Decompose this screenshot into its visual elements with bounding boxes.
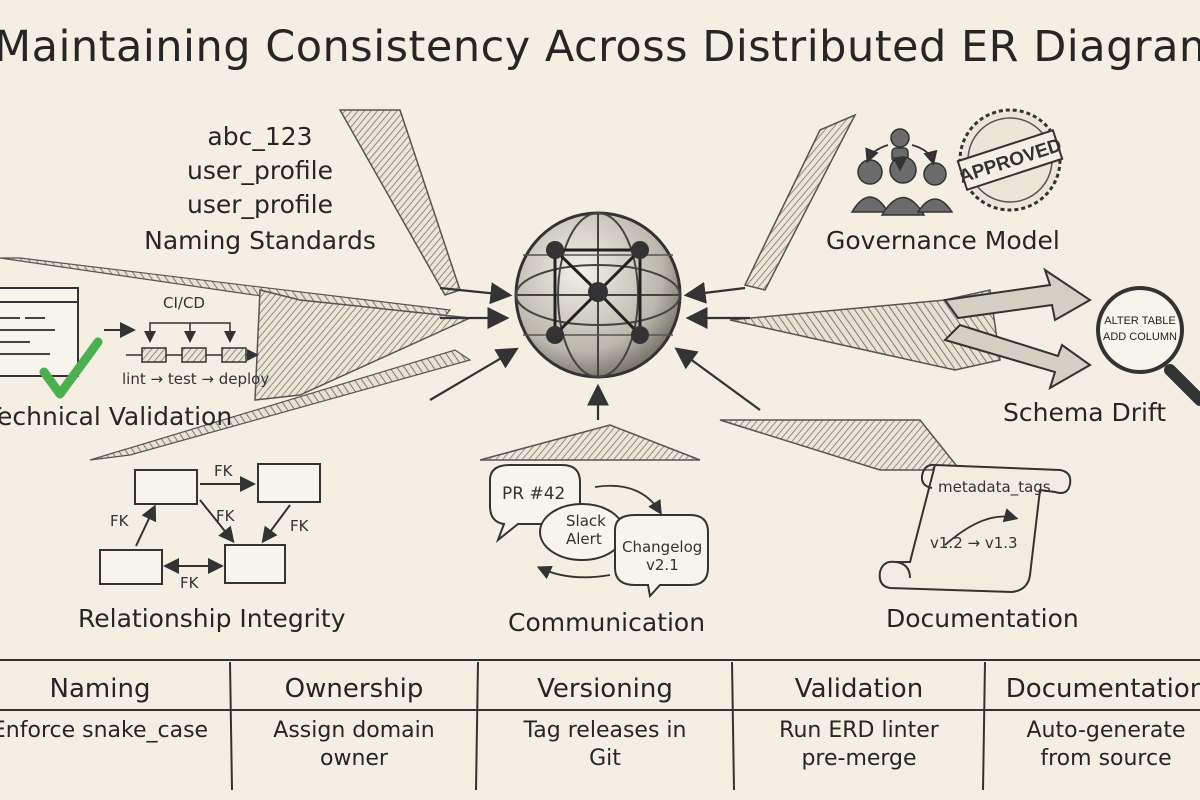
pr-bubble-text: PR #42: [502, 484, 566, 504]
drift-arrows-icon: [943, 267, 1092, 391]
magnifier-icon: ALTER TABLE ADD COLUMN: [1096, 286, 1200, 406]
table-frame: [0, 659, 1200, 791]
lens-line-2: ADD COLUMN: [1103, 331, 1177, 343]
beam-technical: [0, 257, 473, 401]
governance-label: Governance Model: [826, 226, 1060, 255]
governance-arrows: [865, 144, 938, 172]
changelog-line-1: Changelog: [622, 538, 703, 556]
table-col-versioning: Versioning Tag releases in Git: [478, 660, 732, 800]
slack-line-1: Slack: [566, 512, 606, 530]
changelog-line-2: v2.1: [646, 556, 679, 574]
table-cell: Tag releases in: [523, 718, 687, 743]
table-col-validation: Validation Run ERD linter pre-merge: [734, 660, 984, 800]
beam-relationship: [89, 349, 472, 461]
technical-validation-label: Technical Validation: [0, 402, 233, 431]
relationship-integrity-label: Relationship Integrity: [78, 604, 346, 633]
metadata-tag-text: metadata_tags: [938, 478, 1051, 496]
table-header: Ownership: [284, 674, 424, 704]
comm-arrows: [536, 484, 662, 580]
table-col-naming: Naming Enforce snake_case: [0, 660, 240, 800]
communication-label: Communication: [508, 608, 706, 637]
beam-documentation: [719, 419, 962, 471]
naming-standards-label: Naming Standards: [144, 226, 376, 255]
fk-arrows: [135, 476, 291, 574]
beam-communication: [479, 424, 701, 461]
naming-example-1: abc_123: [207, 122, 313, 151]
slack-line-2: Alert: [566, 530, 602, 548]
fk-label-top: FK: [214, 462, 233, 480]
scroll-icon: [878, 463, 1072, 594]
cicd-title: CI/CD: [163, 294, 205, 312]
table-cell: Enforce snake_case: [0, 718, 209, 743]
arrows-to-globe: [429, 281, 761, 420]
code-window-icon: [0, 287, 79, 377]
table-cell: pre-merge: [801, 746, 917, 771]
naming-example-2: user_profile: [187, 156, 333, 185]
globe-icon: [514, 211, 682, 379]
table-col-documentation: Documentation Auto-generate from source: [986, 660, 1200, 800]
beam-governance: [743, 113, 857, 291]
table-header: Validation: [794, 674, 924, 704]
table-header: Documentation: [1005, 674, 1200, 704]
table-cell: Git: [589, 746, 621, 771]
table-header: Naming: [49, 674, 151, 704]
table-col-ownership: Ownership Assign domain owner: [232, 660, 476, 800]
table-cell: Assign domain: [273, 718, 435, 743]
beam-drift: [729, 289, 1001, 371]
naming-example-3: user_profile: [187, 190, 333, 219]
table-cell: Run ERD linter: [779, 718, 939, 743]
fk-label-right: FK: [290, 517, 309, 535]
team-icon: [850, 128, 954, 216]
cicd-pipeline: [126, 322, 259, 363]
checkmark-icon: [39, 337, 103, 399]
approved-stamp-icon: APPROVED: [957, 108, 1064, 212]
lens-line-1: ALTER TABLE: [1104, 315, 1176, 327]
version-text: v1.2 → v1.3: [930, 534, 1018, 552]
pipeline-steps: lint → test → deploy: [122, 370, 270, 388]
fk-label-bottom: FK: [180, 574, 199, 592]
table-cell: from source: [1040, 746, 1172, 771]
er-boxes: [99, 463, 321, 585]
page-title: Maintaining Consistency Across Distribut…: [0, 22, 1200, 72]
table-cell: owner: [320, 746, 388, 771]
schema-drift-label: Schema Drift: [1003, 398, 1167, 427]
table-cell: Auto-generate: [1026, 718, 1186, 743]
fk-label-left: FK: [110, 512, 129, 530]
speech-bubbles: [489, 464, 709, 599]
table-header: Versioning: [537, 674, 673, 704]
fk-label-center: FK: [216, 507, 235, 525]
documentation-label: Documentation: [886, 604, 1079, 633]
